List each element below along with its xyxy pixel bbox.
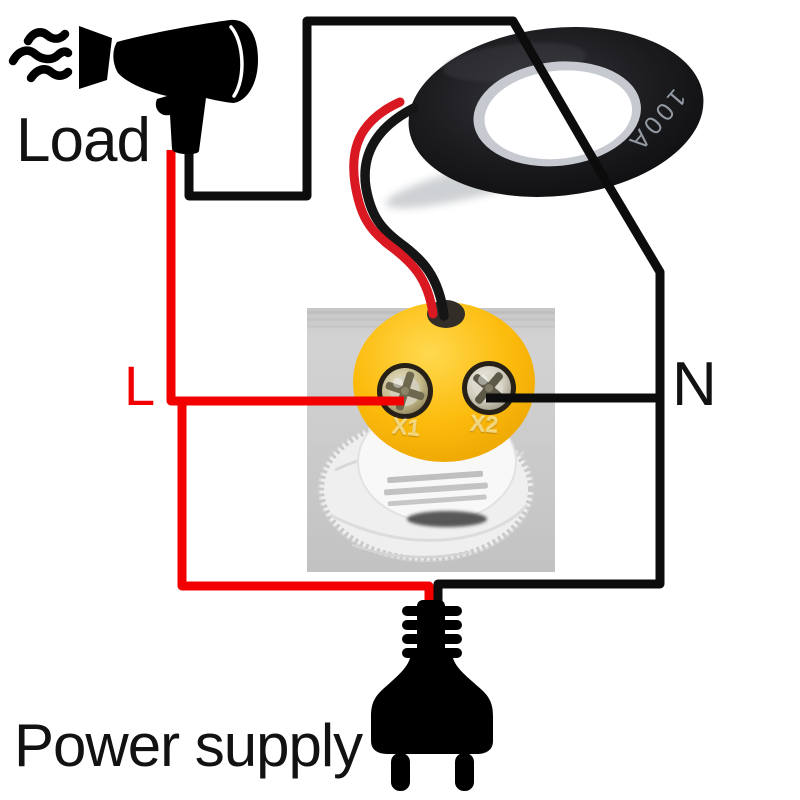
ct-secondary-wire-red	[349, 97, 438, 319]
power-supply-label: Power supply	[14, 712, 363, 779]
terminal-screw-x1	[377, 363, 433, 419]
neutral-label: N	[672, 350, 717, 419]
terminal-x1-label: X1	[390, 412, 422, 442]
live-wire-to-x1	[166, 150, 404, 406]
ct-secondary-wire-black	[360, 103, 449, 321]
live-wire-to-plug	[177, 398, 434, 606]
line-label: L	[124, 354, 156, 417]
hair-dryer-icon	[8, 19, 259, 155]
terminal-x2-label: X2	[469, 410, 500, 438]
neutral-wire	[184, 16, 665, 606]
load-label: Load	[16, 106, 151, 175]
meter-back-cover	[353, 302, 535, 462]
ct-ring-icon	[408, 27, 704, 197]
terminal-screw-x2	[462, 361, 516, 415]
air-waves-icon	[8, 28, 73, 83]
power-plug-icon	[371, 600, 493, 791]
